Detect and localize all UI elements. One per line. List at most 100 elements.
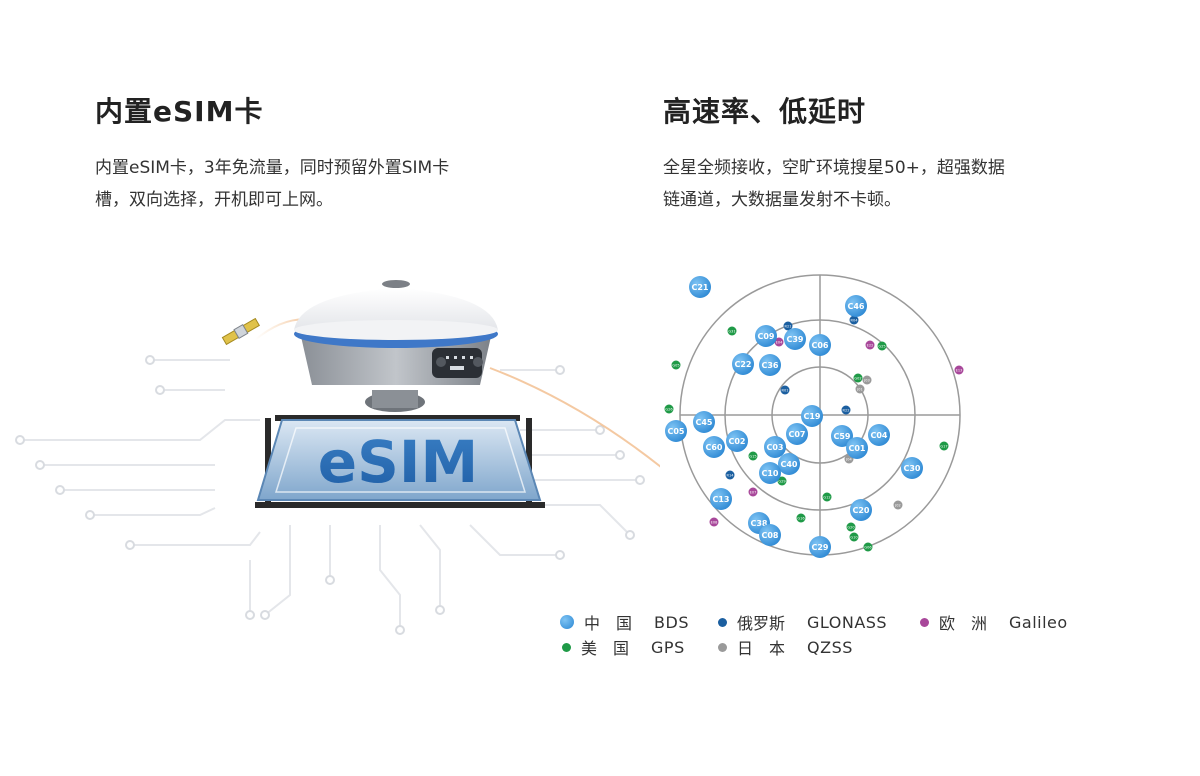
esim-desc-line-2: 槽，双向选择，开机即可上网。 bbox=[95, 190, 333, 210]
svg-text:G26: G26 bbox=[665, 408, 672, 412]
bds-satellite-marker: C05 bbox=[665, 420, 687, 442]
legend-gps-dot bbox=[562, 642, 571, 652]
bds-satellite-marker: C59 bbox=[831, 425, 853, 447]
gps-satellite-marker: G29 bbox=[777, 476, 787, 486]
legend-glonass-region: 俄罗斯 bbox=[737, 614, 786, 633]
galileo-satellite-marker: E04 bbox=[774, 337, 784, 347]
legend-glonass-dot bbox=[718, 617, 727, 627]
bds-satellite-marker: C09 bbox=[755, 325, 777, 347]
speed-section: 高速率、低延时 全星全频接收，空旷环境搜星50+，超强数据 链通道，大数据量发射… bbox=[663, 90, 1083, 216]
legend-qzss-system: QZSS bbox=[807, 637, 853, 657]
svg-text:C21: C21 bbox=[691, 283, 708, 292]
legend-glonass: 俄罗斯 GLONASS bbox=[718, 610, 887, 634]
circuit-traces bbox=[20, 359, 640, 630]
svg-text:G12: G12 bbox=[823, 496, 830, 500]
svg-text:R01: R01 bbox=[782, 389, 789, 393]
chip-label: eSIM bbox=[318, 428, 478, 496]
svg-text:G31: G31 bbox=[728, 330, 735, 334]
svg-text:C05: C05 bbox=[667, 427, 684, 436]
svg-text:J01: J01 bbox=[856, 388, 863, 392]
esim-chip bbox=[256, 419, 542, 501]
svg-text:C38: C38 bbox=[750, 519, 767, 528]
satellite-skyplot: G31G05G02G25G26G17G12G29G16G10G06G15G20R… bbox=[664, 274, 964, 558]
svg-text:C10: C10 bbox=[761, 469, 778, 478]
svg-text:G29: G29 bbox=[778, 480, 785, 484]
svg-text:J02: J02 bbox=[894, 504, 901, 508]
svg-text:G16: G16 bbox=[797, 517, 804, 521]
svg-text:C45: C45 bbox=[695, 418, 712, 427]
svg-text:C36: C36 bbox=[761, 361, 778, 370]
bds-satellite-marker: C22 bbox=[732, 353, 754, 375]
legend-bds-region: 中 国 bbox=[584, 614, 633, 633]
svg-text:C03: C03 bbox=[766, 443, 783, 452]
svg-text:C39: C39 bbox=[786, 335, 803, 344]
svg-text:G10: G10 bbox=[850, 536, 857, 540]
svg-text:G15: G15 bbox=[749, 455, 756, 459]
gps-satellite-marker: G02 bbox=[853, 373, 863, 383]
legend-galileo-region: 欧 洲 bbox=[939, 614, 988, 633]
gps-satellite-marker: G31 bbox=[727, 326, 737, 336]
svg-text:E04: E04 bbox=[776, 341, 783, 345]
svg-text:E08: E08 bbox=[711, 521, 718, 525]
qzss-satellite-marker: J01 bbox=[855, 384, 865, 394]
glonass-satellite-marker: R01 bbox=[780, 385, 790, 395]
galileo-satellite-marker: E08 bbox=[709, 517, 719, 527]
svg-text:C04: C04 bbox=[870, 431, 887, 440]
svg-text:C19: C19 bbox=[803, 412, 820, 421]
legend-qzss-dot bbox=[718, 642, 727, 652]
gps-satellite-marker: G16 bbox=[796, 513, 806, 523]
svg-text:C40: C40 bbox=[780, 460, 797, 469]
bds-satellite-marker: C02 bbox=[726, 430, 748, 452]
glonass-satellite-marker: R21 bbox=[783, 321, 793, 331]
svg-text:G25: G25 bbox=[878, 345, 885, 349]
circuit-nodes bbox=[15, 355, 645, 635]
small-satellite-markers: G31G05G02G25G26G17G12G29G16G10G06G15G20R… bbox=[664, 315, 964, 552]
svg-text:E07: E07 bbox=[750, 491, 757, 495]
gps-satellite-marker: G15 bbox=[748, 451, 758, 461]
bds-satellite-marker: C46 bbox=[845, 295, 867, 317]
legend-gps-system: GPS bbox=[651, 637, 685, 657]
bds-satellite-marker: C04 bbox=[868, 424, 890, 446]
esim-description: 内置eSIM卡，3年免流量，同时预留外置SIM卡 槽，双向选择，开机即可上网。 bbox=[95, 152, 515, 216]
gps-satellite-marker: G20 bbox=[846, 522, 856, 532]
gps-satellite-marker: G10 bbox=[849, 532, 859, 542]
svg-text:G06: G06 bbox=[864, 546, 871, 550]
legend-bds-system: BDS bbox=[654, 612, 689, 632]
svg-text:C30: C30 bbox=[903, 464, 920, 473]
svg-text:R21: R21 bbox=[785, 325, 792, 329]
bds-satellite-marker: C06 bbox=[809, 334, 831, 356]
svg-text:C09: C09 bbox=[757, 332, 774, 341]
bds-satellite-marker: C39 bbox=[784, 328, 806, 350]
svg-text:C59: C59 bbox=[833, 432, 850, 441]
bds-satellite-marker: C36 bbox=[759, 354, 781, 376]
speed-title: 高速率、低延时 bbox=[663, 95, 867, 128]
qzss-satellite-marker: J02 bbox=[893, 500, 903, 510]
legend-gps-region: 美 国 bbox=[581, 639, 630, 658]
svg-text:C22: C22 bbox=[734, 360, 751, 369]
legend-qzss: 日 本 QZSS bbox=[718, 635, 853, 659]
gps-satellite-marker: G06 bbox=[863, 542, 873, 552]
gps-satellite-marker: G26 bbox=[664, 404, 674, 414]
esim-receiver-illustration: eSIM bbox=[15, 280, 660, 635]
svg-text:G02: G02 bbox=[854, 377, 861, 381]
glonass-satellite-marker: R22 bbox=[841, 405, 851, 415]
gps-satellite-marker: G17 bbox=[939, 441, 949, 451]
glonass-satellite-marker: R04 bbox=[849, 315, 859, 325]
svg-text:C02: C02 bbox=[728, 437, 745, 446]
svg-text:R14: R14 bbox=[727, 474, 735, 478]
svg-text:C07: C07 bbox=[788, 430, 805, 439]
legend-bds-dot bbox=[560, 615, 574, 629]
svg-text:J03: J03 bbox=[863, 379, 870, 383]
bds-satellite-marker: C60 bbox=[703, 436, 725, 458]
bds-satellite-marker: C20 bbox=[850, 499, 872, 521]
svg-text:C20: C20 bbox=[852, 506, 869, 515]
glonass-satellite-marker: R14 bbox=[725, 470, 735, 480]
bds-satellite-marker: C30 bbox=[901, 457, 923, 479]
esim-desc-line-1: 内置eSIM卡，3年免流量，同时预留外置SIM卡 bbox=[95, 158, 450, 178]
speed-desc-line-1: 全星全频接收，空旷环境搜星50+，超强数据 bbox=[663, 158, 1005, 178]
svg-text:R04: R04 bbox=[851, 319, 859, 323]
legend-galileo: 欧 洲 Galileo bbox=[920, 610, 1068, 634]
legend-gps: 美 国 GPS bbox=[560, 635, 685, 659]
svg-text:C29: C29 bbox=[811, 543, 828, 552]
svg-text:C01: C01 bbox=[848, 444, 865, 453]
